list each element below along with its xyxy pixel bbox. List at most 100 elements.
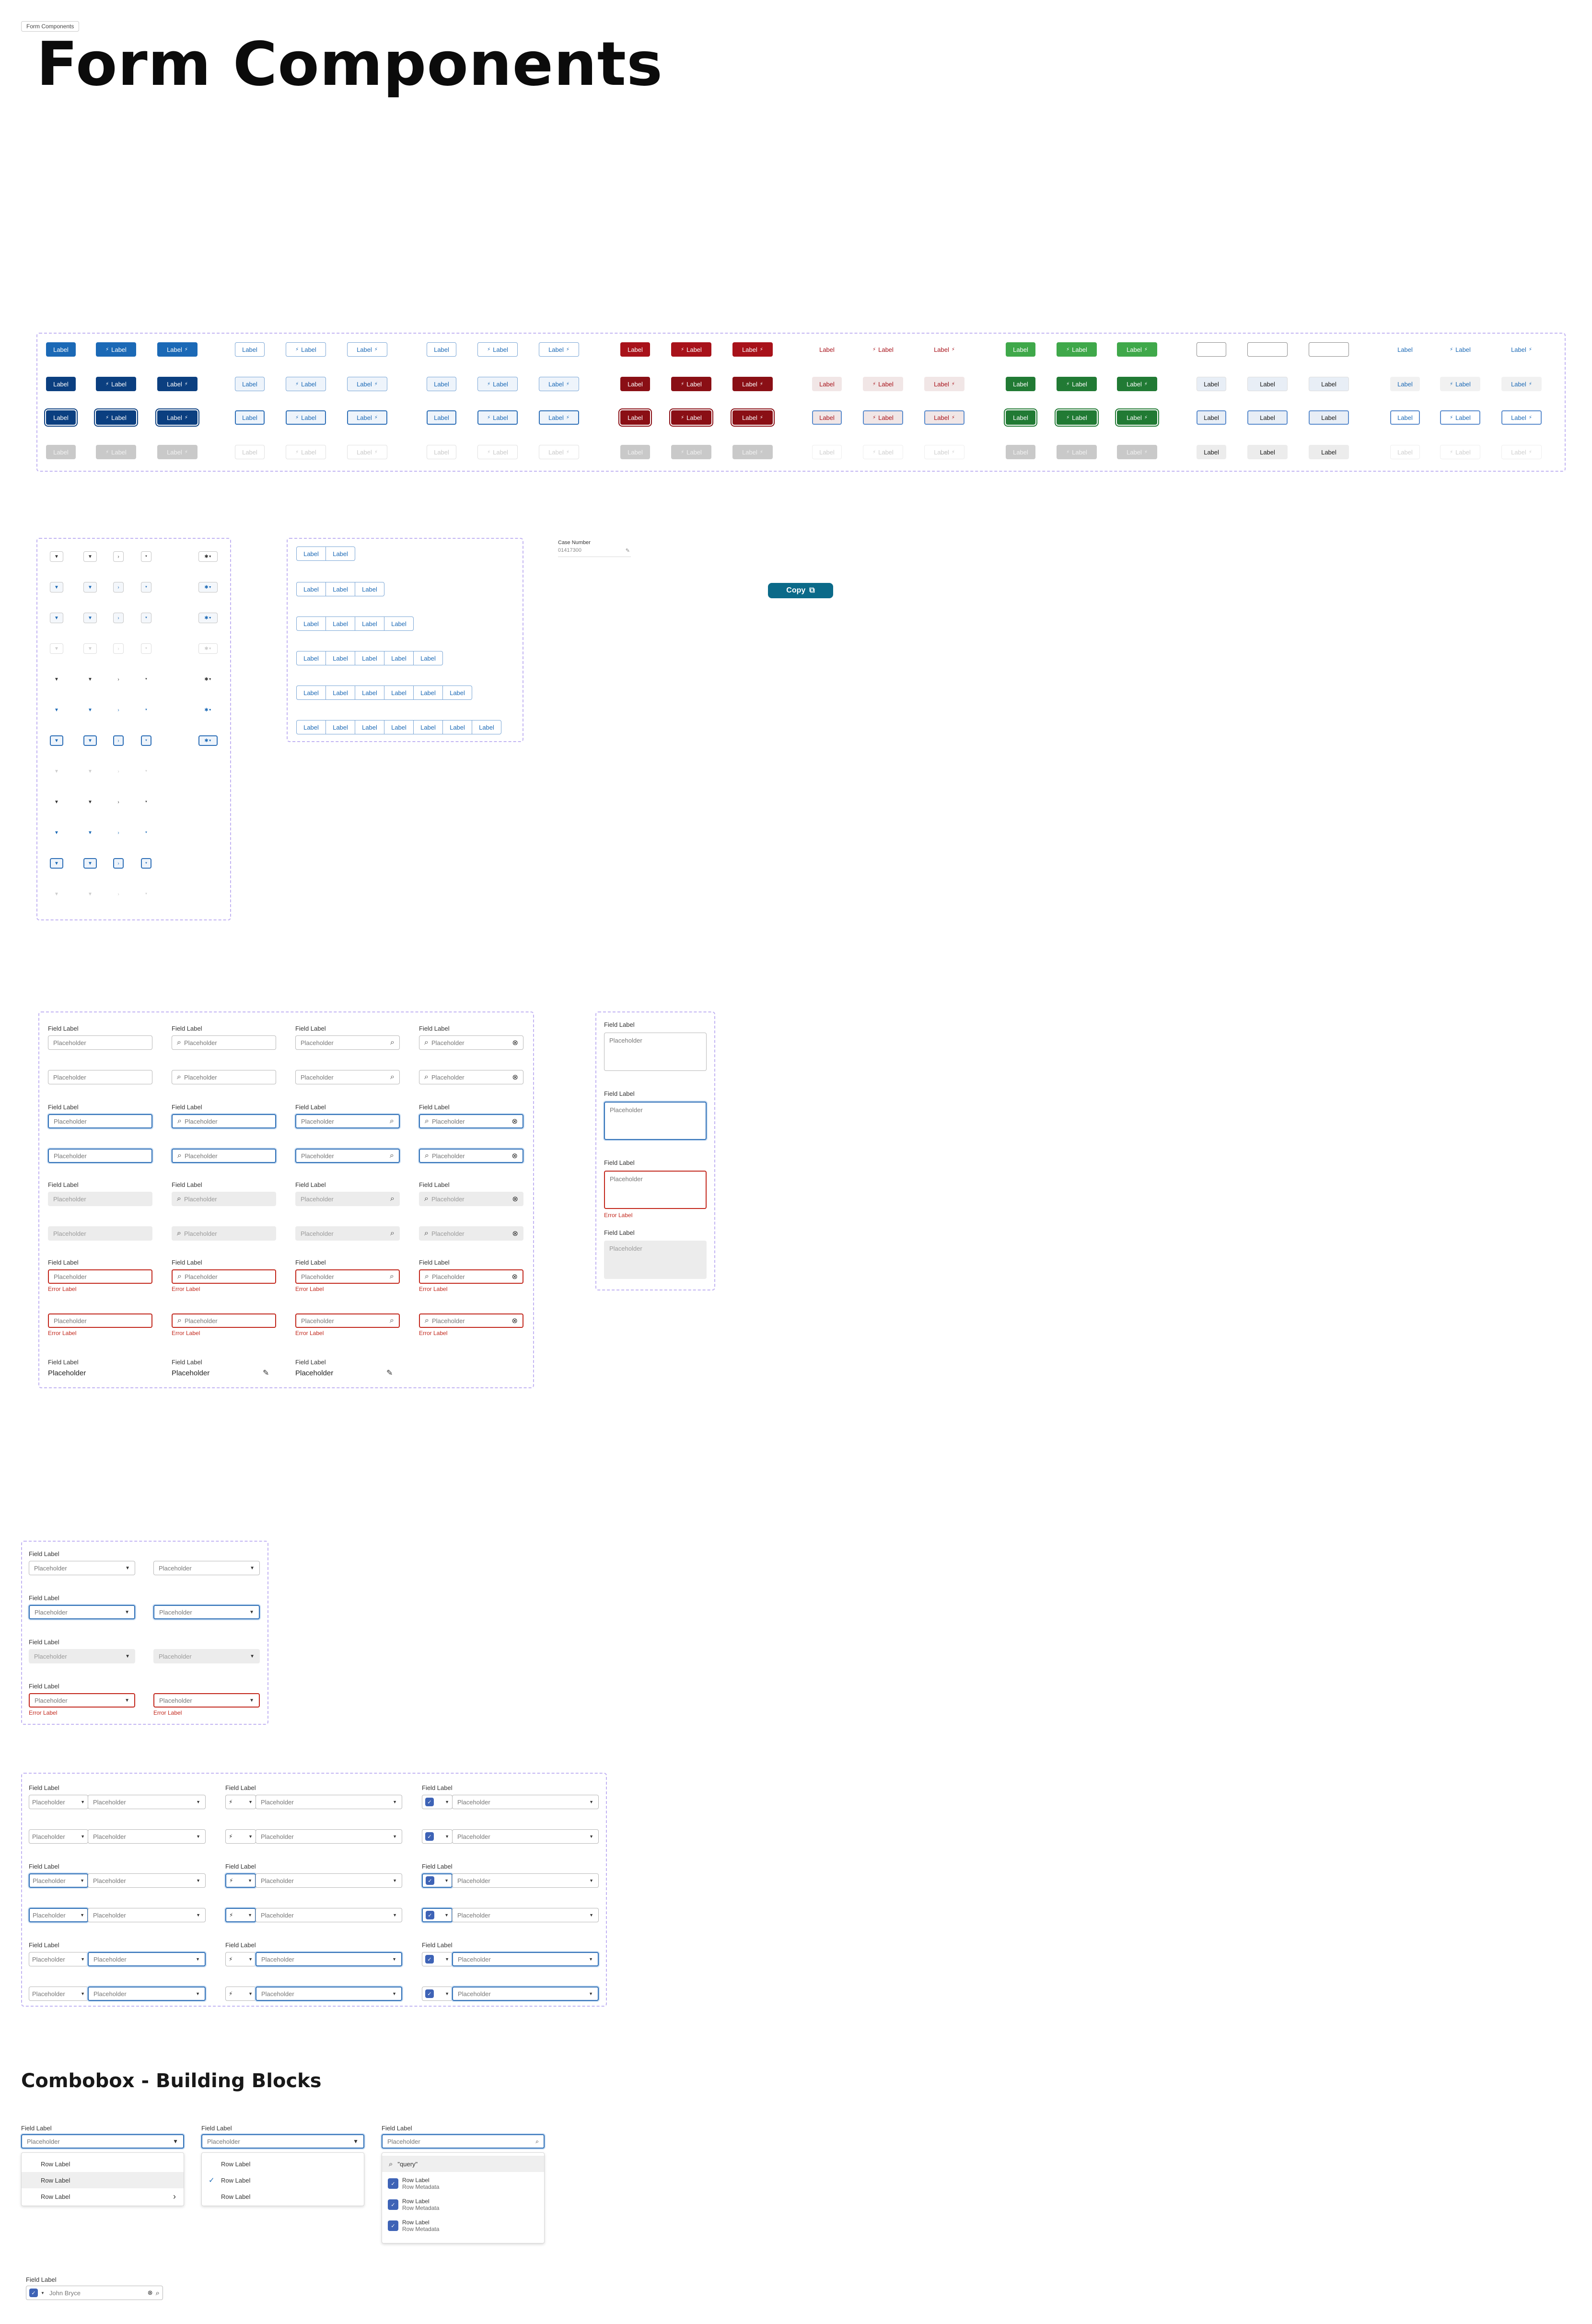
brand-button[interactable]: Label — [46, 342, 76, 357]
ltext-button[interactable]: ⚡Label — [1440, 410, 1480, 425]
text-input[interactable]: ⌕Placeholder⊗ — [419, 1114, 523, 1128]
button-group-item[interactable]: Label — [325, 546, 355, 561]
compound-select[interactable]: Placeholder▼ — [452, 1908, 599, 1922]
text-input[interactable]: Placeholder — [48, 1226, 152, 1241]
compound-select[interactable]: Placeholder▼ — [88, 1987, 206, 2001]
button-group-item[interactable]: Label — [413, 720, 443, 734]
text-input[interactable]: ⌕Placeholder⊗ — [419, 1070, 523, 1084]
icon-button[interactable]: › — [113, 705, 124, 715]
text-input[interactable]: Placeholder⌕ — [295, 1192, 400, 1206]
ltext-button[interactable]: Label — [1390, 377, 1420, 391]
compound-prefix-select[interactable]: Placeholder▼ — [29, 1908, 88, 1922]
ltext-button[interactable]: ⚡Label — [1440, 342, 1480, 357]
ltext-button[interactable]: Label — [1390, 445, 1420, 459]
icon-button[interactable]: ▼ — [83, 766, 97, 777]
success-button[interactable]: Label — [1006, 377, 1035, 391]
outline-button[interactable]: Label — [235, 342, 265, 357]
danger-button[interactable]: ⚡Label — [671, 377, 711, 391]
ltext-button[interactable]: Label⚡ — [1501, 410, 1542, 425]
select-input[interactable]: Placeholder▼ — [153, 1561, 260, 1575]
brand-button[interactable]: ⚡Label — [96, 377, 136, 391]
dtext-button[interactable]: Label — [812, 445, 842, 459]
blank-button[interactable]: Label — [1247, 377, 1288, 391]
dtext-button[interactable]: Label⚡ — [924, 445, 964, 459]
compound-select[interactable]: Placeholder▼ — [452, 1987, 599, 2001]
button-group-item[interactable]: Label — [296, 546, 326, 561]
combobox-input[interactable]: Placeholder⌕ — [382, 2134, 545, 2149]
dtext-button[interactable]: Label — [812, 377, 842, 391]
compound-select[interactable]: Placeholder▼ — [256, 1908, 402, 1922]
compound-prefix-select[interactable]: ⚡▼ — [225, 1829, 256, 1844]
combobox-input[interactable]: Placeholder▼ — [201, 2134, 364, 2149]
dtext-button[interactable]: ⚡Label — [863, 410, 903, 425]
compound-select[interactable]: Placeholder▼ — [256, 1873, 402, 1888]
lookup-input[interactable]: ✓▼John Bryce⊗⌕ — [26, 2286, 163, 2300]
neutral-button[interactable]: Label — [427, 445, 456, 459]
brand-button[interactable]: ⚡Label — [96, 410, 136, 425]
brand-button[interactable]: ⚡Label — [96, 342, 136, 357]
neutral-button[interactable]: Label⚡ — [539, 410, 579, 425]
select-input[interactable]: Placeholder▼ — [153, 1693, 260, 1708]
neutral-button[interactable]: Label⚡ — [539, 377, 579, 391]
success-button[interactable]: ⚡Label — [1057, 410, 1097, 425]
copy-button[interactable]: Copy ⧉ — [768, 583, 833, 598]
compound-prefix-select[interactable]: ✓▼ — [422, 1829, 453, 1844]
icon-button[interactable]: ▼ — [141, 582, 151, 593]
text-input[interactable]: ⌕Placeholder — [172, 1226, 276, 1241]
compound-select[interactable]: Placeholder▼ — [256, 1795, 402, 1809]
dtext-button[interactable]: Label⚡ — [924, 410, 964, 425]
compound-select[interactable]: Placeholder▼ — [452, 1873, 599, 1888]
icon-button[interactable]: › — [113, 674, 124, 685]
danger-button[interactable]: ⚡Label — [671, 342, 711, 357]
dtext-button[interactable]: Label — [812, 342, 842, 357]
button-group-item[interactable]: Label — [384, 720, 414, 734]
button-group-item[interactable]: Label — [413, 651, 443, 665]
brand-button[interactable]: Label⚡ — [157, 445, 198, 459]
blank-button[interactable] — [1197, 342, 1226, 357]
danger-button[interactable]: Label⚡ — [732, 377, 773, 391]
text-input[interactable]: Placeholder⌕ — [295, 1226, 400, 1241]
compound-prefix-select[interactable]: ⚡▼ — [225, 1952, 256, 1966]
success-button[interactable]: Label⚡ — [1117, 445, 1157, 459]
icon-button[interactable]: ▼ — [50, 735, 63, 746]
text-input[interactable]: Placeholder⌕ — [295, 1269, 400, 1284]
dtext-button[interactable]: Label⚡ — [924, 342, 964, 357]
outline-button[interactable]: Label — [235, 445, 265, 459]
text-input[interactable]: Placeholder — [48, 1035, 152, 1050]
gear-menu-button[interactable]: ✱▼ — [198, 551, 218, 562]
button-group-item[interactable]: Label — [296, 582, 326, 596]
text-input[interactable]: ⌕Placeholder⊗ — [419, 1313, 523, 1328]
compound-select[interactable]: Placeholder▼ — [88, 1873, 206, 1888]
button-group-item[interactable]: Label — [355, 651, 384, 665]
button-group-item[interactable]: Label — [325, 720, 355, 734]
outline-button[interactable]: Label⚡ — [347, 410, 387, 425]
icon-button[interactable]: › — [113, 827, 124, 838]
text-input[interactable]: Placeholder⌕ — [295, 1149, 400, 1163]
icon-button[interactable]: ▼ — [50, 551, 63, 562]
ltext-button[interactable]: ⚡Label — [1440, 445, 1480, 459]
text-input[interactable]: ⌕Placeholder — [172, 1035, 276, 1050]
brand-button[interactable]: Label — [46, 377, 76, 391]
success-button[interactable]: ⚡Label — [1057, 377, 1097, 391]
icon-button[interactable]: ▼ — [83, 613, 97, 623]
icon-button[interactable]: ▼ — [141, 858, 151, 869]
brand-button[interactable]: Label⚡ — [157, 410, 198, 425]
outline-button[interactable]: Label⚡ — [347, 377, 387, 391]
text-input[interactable]: ⌕Placeholder⊗ — [419, 1149, 523, 1163]
dtext-button[interactable]: Label⚡ — [924, 377, 964, 391]
text-input[interactable]: ⌕Placeholder⊗ — [419, 1226, 523, 1241]
compound-select[interactable]: Placeholder▼ — [88, 1795, 206, 1809]
ltext-button[interactable]: Label — [1390, 342, 1420, 357]
icon-button[interactable]: ▼ — [50, 582, 63, 593]
blank-button[interactable]: Label — [1197, 410, 1226, 425]
icon-button[interactable]: ▼ — [50, 613, 63, 623]
icon-button[interactable]: ▼ — [83, 674, 97, 685]
blank-button[interactable]: Label — [1247, 445, 1288, 459]
icon-button[interactable]: › — [113, 735, 124, 746]
blank-button[interactable]: Label — [1197, 445, 1226, 459]
neutral-button[interactable]: Label — [427, 377, 456, 391]
outline-button[interactable]: ⚡Label — [286, 445, 326, 459]
neutral-button[interactable]: ⚡Label — [477, 377, 518, 391]
blank-button[interactable]: Label — [1309, 410, 1349, 425]
